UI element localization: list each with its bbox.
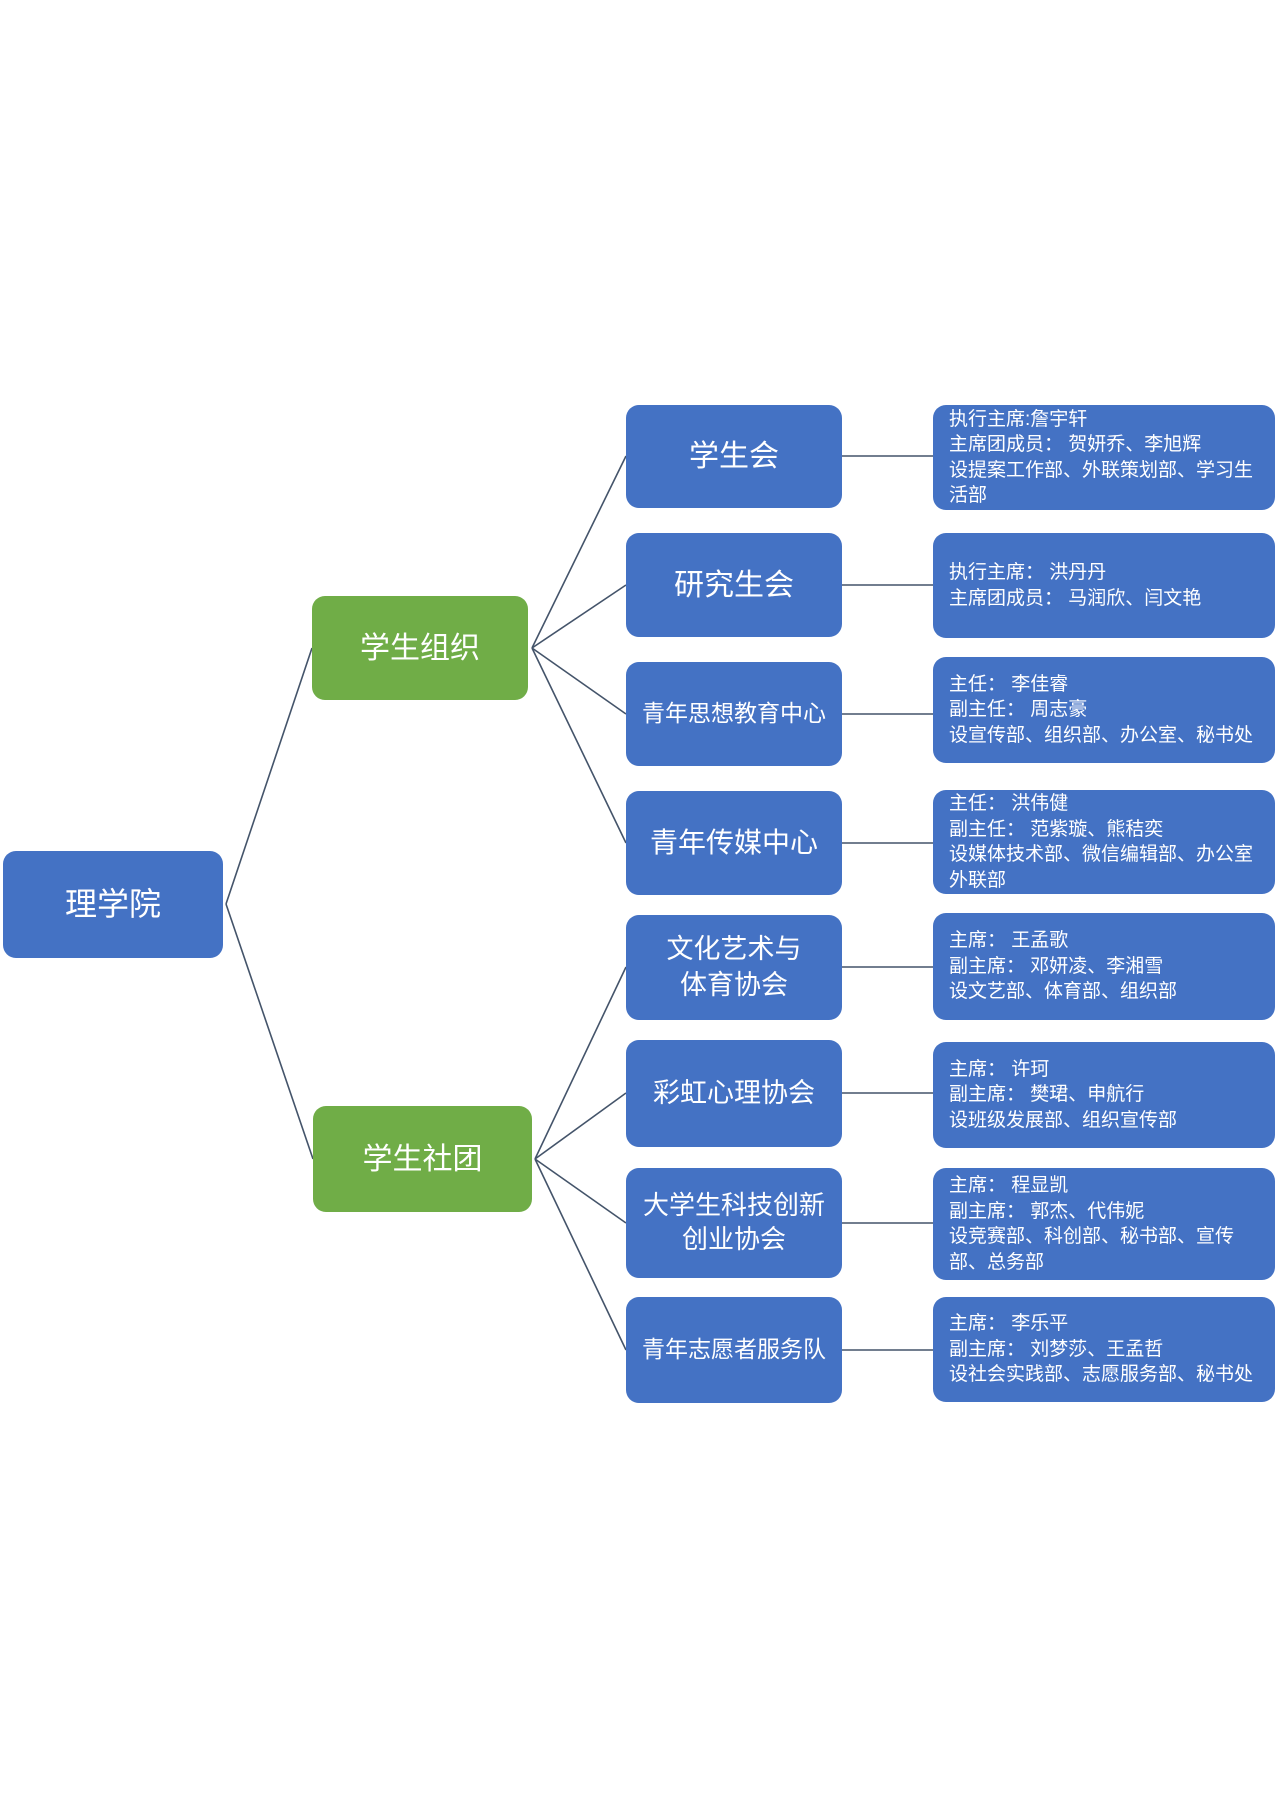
org-node-youth-volunteer-service-team: 青年志愿者服务队	[626, 1297, 842, 1403]
detail-card-student-union: 执行主席:詹宇轩 主席团成员： 贺妍乔、李旭辉 设提案工作部、外联策划部、学习生…	[933, 405, 1275, 510]
org-node-label: 青年传媒中心	[649, 826, 818, 858]
org-node-label: 研究生会	[674, 568, 794, 602]
org-node-label: 大学生科技创新 创业协会	[642, 1190, 825, 1254]
detail-card-youth-volunteer-service-team: 主席： 李乐平 副主席： 刘梦莎、王孟哲 设社会实践部、志愿服务部、秘书处	[933, 1297, 1275, 1402]
branch-node-label: 学生组织	[360, 631, 480, 665]
org-node-sci-tech-innovation-entrepreneurship-association: 大学生科技创新 创业协会	[626, 1168, 842, 1278]
root-node-label: 理学院	[64, 885, 161, 922]
detail-card-text: 主任： 洪伟健 副主任： 范紫璇、熊秸奕 设媒体技术部、微信编辑部、办公室外联部	[949, 793, 1254, 891]
connector-branch0-to-child1	[531, 584, 627, 649]
connector-branch0-to-child2	[531, 647, 627, 715]
connector-root-to-branch-0	[225, 647, 313, 905]
connector-branch1-to-child1	[534, 1092, 627, 1160]
branch-node-student-clubs: 学生社团	[313, 1106, 532, 1212]
org-node-youth-media-center: 青年传媒中心	[626, 791, 842, 895]
org-node-label: 学生会	[689, 440, 779, 473]
connector-branch1-to-child0	[534, 966, 627, 1160]
connector-root-to-branch-1	[225, 903, 314, 1160]
detail-card-text: 主席： 许珂 副主席： 樊珺、申航行 设班级发展部、组织宣传部	[949, 1058, 1178, 1131]
org-node-label: 青年志愿者服务队	[642, 1336, 826, 1363]
root-node-college-of-science: 理学院	[3, 851, 223, 958]
org-node-graduate-student-union: 研究生会	[626, 533, 842, 637]
detail-card-youth-media-center: 主任： 洪伟健 副主任： 范紫璇、熊秸奕 设媒体技术部、微信编辑部、办公室外联部	[933, 790, 1275, 894]
detail-card-text: 主席： 王孟歌 副主席： 邓妍凌、李湘雪 设文艺部、体育部、组织部	[949, 930, 1178, 1003]
detail-card-text: 执行主席:詹宇轩 主席团成员： 贺妍乔、李旭辉 设提案工作部、外联策划部、学习生…	[949, 408, 1254, 507]
connector-branch1-to-child3	[534, 1158, 627, 1351]
detail-card-text: 主席： 程显凯 副主席： 郭杰、代伟妮 设竞赛部、科创部、秘书部、宣传部、总务部	[949, 1175, 1235, 1273]
detail-card-text: 执行主席： 洪丹丹 主席团成员： 马润欣、闫文艳	[949, 562, 1202, 609]
org-node-culture-arts-sports-association: 文化艺术与 体育协会	[626, 915, 842, 1020]
detail-card-text: 主席： 李乐平 副主席： 刘梦莎、王孟哲 设社会实践部、志愿服务部、秘书处	[949, 1313, 1254, 1386]
detail-card-text: 主任： 李佳睿 副主任： 周志豪 设宣传部、组织部、办公室、秘书处	[949, 673, 1254, 746]
org-node-rainbow-psychology-association: 彩虹心理协会	[626, 1040, 842, 1147]
detail-card-culture-arts-sports-association: 主席： 王孟歌 副主席： 邓妍凌、李湘雪 设文艺部、体育部、组织部	[933, 913, 1275, 1020]
detail-card-sci-tech-innovation-entrepreneurship-association: 主席： 程显凯 副主席： 郭杰、代伟妮 设竞赛部、科创部、秘书部、宣传部、总务部	[933, 1168, 1275, 1280]
org-node-youth-ideology-education-center: 青年思想教育中心	[626, 662, 842, 766]
connector-branch1-to-child2	[534, 1158, 627, 1224]
detail-card-youth-ideology-education-center: 主任： 李佳睿 副主任： 周志豪 设宣传部、组织部、办公室、秘书处	[933, 657, 1275, 763]
org-node-label: 青年思想教育中心	[642, 700, 826, 727]
org-node-label: 文化艺术与 体育协会	[666, 934, 802, 1000]
connector-branch0-to-child0	[531, 455, 627, 649]
branch-node-student-organizations: 学生组织	[312, 596, 528, 700]
org-node-label: 彩虹心理协会	[653, 1077, 815, 1108]
detail-card-graduate-student-union: 执行主席： 洪丹丹 主席团成员： 马润欣、闫文艳	[933, 533, 1275, 638]
connector-branch0-to-child3	[531, 647, 627, 844]
detail-card-rainbow-psychology-association: 主席： 许珂 副主席： 樊珺、申航行 设班级发展部、组织宣传部	[933, 1042, 1275, 1148]
org-node-student-union: 学生会	[626, 405, 842, 508]
branch-node-label: 学生社团	[362, 1142, 483, 1176]
